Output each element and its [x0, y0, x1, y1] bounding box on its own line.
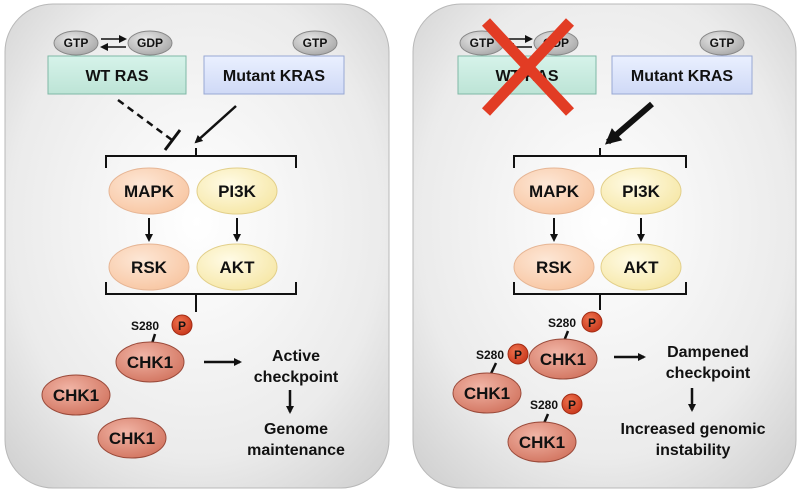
- phospho-badge-icon: [171, 314, 193, 336]
- outcome-dampened-line1: Dampened: [667, 344, 749, 361]
- phospho-left-badge-icon: [507, 343, 529, 365]
- chk1-main-node: [528, 338, 598, 380]
- s280-bottom-label: S280: [530, 398, 558, 412]
- gdp-oval: [127, 30, 173, 56]
- mutant-kras-box: [203, 55, 345, 95]
- rsk-node-right: [513, 243, 595, 291]
- mapk-label-right: MAPK: [529, 182, 580, 201]
- outcome-dampened-line2: checkpoint: [666, 365, 751, 382]
- chk1-label-b: CHK1: [109, 429, 155, 448]
- chk1-main-label: CHK1: [540, 350, 586, 369]
- pi3k-label: PI3K: [218, 182, 257, 201]
- mutant-kras-label: Mutant KRAS: [223, 68, 326, 85]
- gtp-right-oval: [292, 30, 338, 56]
- left-panel: GTP GDP GTP WT RAS Mutant KRAS MAPK PI3K…: [4, 3, 390, 489]
- chk1-left-label: CHK1: [464, 384, 510, 403]
- gtp-right-label-right: GTP: [710, 36, 735, 50]
- right-panel-background: [412, 3, 797, 489]
- rsk-label: RSK: [131, 258, 168, 277]
- left-panel-background: [4, 3, 390, 489]
- top-bracket-right: [513, 148, 687, 168]
- outcome-instability-line2: instability: [656, 442, 731, 459]
- chk1-label-a: CHK1: [53, 386, 99, 405]
- chk1-bottom-label: CHK1: [519, 433, 565, 452]
- s280-main-label: S280: [548, 316, 576, 330]
- akt-label-right: AKT: [624, 258, 660, 277]
- phospho-bottom-label: P: [568, 398, 576, 412]
- rsk-node: [108, 243, 190, 291]
- bottom-bracket-right: [513, 282, 687, 310]
- mapk-label: MAPK: [124, 182, 175, 201]
- chk1-bottom-node: [507, 421, 577, 463]
- strong-activation-arrow-icon: [604, 101, 654, 145]
- gtp-right-label: GTP: [303, 36, 328, 50]
- chk1-node-a: [41, 374, 111, 416]
- pi3k-node: [196, 167, 278, 215]
- phospho-main-badge-icon: [581, 311, 603, 333]
- chk1-left-node: [452, 372, 522, 414]
- phospho-main-label: P: [588, 316, 596, 330]
- outcome-genome-line1: Genome: [264, 421, 328, 438]
- rsk-label-right: RSK: [536, 258, 573, 277]
- bottom-bracket: [105, 282, 297, 312]
- akt-node-right: [600, 243, 682, 291]
- pi3k-label-right: PI3K: [622, 182, 661, 201]
- gdp-label: GDP: [137, 36, 163, 50]
- cross-out-icon: [481, 18, 575, 116]
- gtp-left-label-right: GTP: [470, 36, 495, 50]
- phospho-left-label: P: [514, 348, 522, 362]
- mutant-kras-box-right: [611, 55, 753, 95]
- chk1-node-b: [97, 417, 167, 459]
- inhibition-arrow-icon: [117, 98, 182, 151]
- exchange-arrows-icon: [100, 35, 127, 51]
- akt-node: [196, 243, 278, 291]
- pi3k-node-right: [600, 167, 682, 215]
- right-panel: GTP GDP GTP WT RAS Mutant KRAS MAPK PI3K…: [412, 3, 797, 489]
- mapk-node: [108, 167, 190, 215]
- gtp-left-label: GTP: [64, 36, 89, 50]
- akt-label: AKT: [220, 258, 256, 277]
- gtp-left-oval: [53, 30, 99, 56]
- chk1-active-label: CHK1: [127, 353, 173, 372]
- chk1-active-node: [115, 341, 185, 383]
- s280-left-label: S280: [476, 348, 504, 362]
- mapk-node-right: [513, 167, 595, 215]
- activation-arrow-icon: [194, 105, 237, 144]
- gtp-right-oval-right: [699, 30, 745, 56]
- phospho-bottom-badge-icon: [561, 393, 583, 415]
- wt-ras-box: [47, 55, 187, 95]
- outcome-genome-line2: maintenance: [247, 442, 345, 459]
- outcome-instability-line1: Increased genomic: [621, 421, 766, 438]
- s280-label: S280: [131, 319, 159, 333]
- outcome-active-line1: Active: [272, 348, 320, 365]
- phospho-label: P: [178, 319, 186, 333]
- outcome-active-line2: checkpoint: [254, 369, 339, 386]
- wt-ras-label: WT RAS: [85, 68, 148, 85]
- mutant-kras-label-right: Mutant KRAS: [631, 68, 734, 85]
- top-bracket: [105, 148, 297, 168]
